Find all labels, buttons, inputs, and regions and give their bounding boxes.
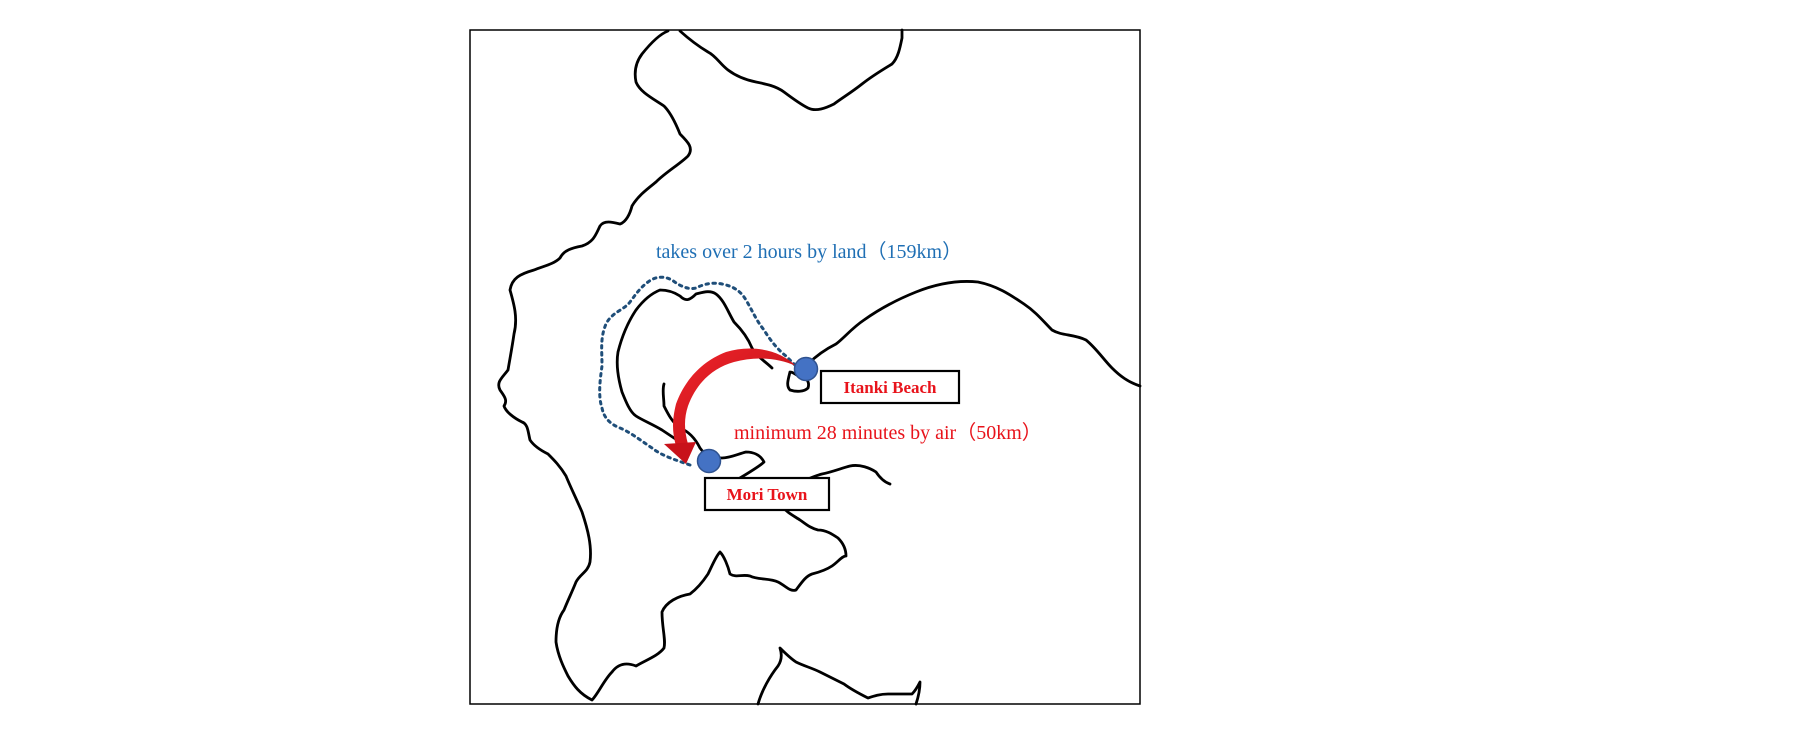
itanki-beach-label: Itanki Beach	[843, 378, 937, 397]
coastline-inner-bay	[615, 288, 774, 444]
coastline-east	[806, 280, 1142, 388]
coastline-north	[678, 28, 904, 112]
mori-town-label: Mori Town	[727, 485, 808, 504]
air-route-label: minimum 28 minutes by air（50km）	[734, 421, 1042, 444]
air-route-arrow-head	[664, 442, 696, 464]
itanki-beach-marker	[793, 356, 819, 382]
land-route-line	[598, 275, 802, 467]
itanki-beach-label-box	[819, 369, 961, 405]
mori-town-label-box	[703, 476, 831, 512]
coastline-south	[756, 646, 922, 706]
mori-town-marker	[696, 448, 722, 474]
air-route-arrow	[673, 348, 796, 446]
coastline-west	[497, 29, 892, 702]
land-route-label: takes over 2 hours by land（159km）	[656, 240, 962, 263]
